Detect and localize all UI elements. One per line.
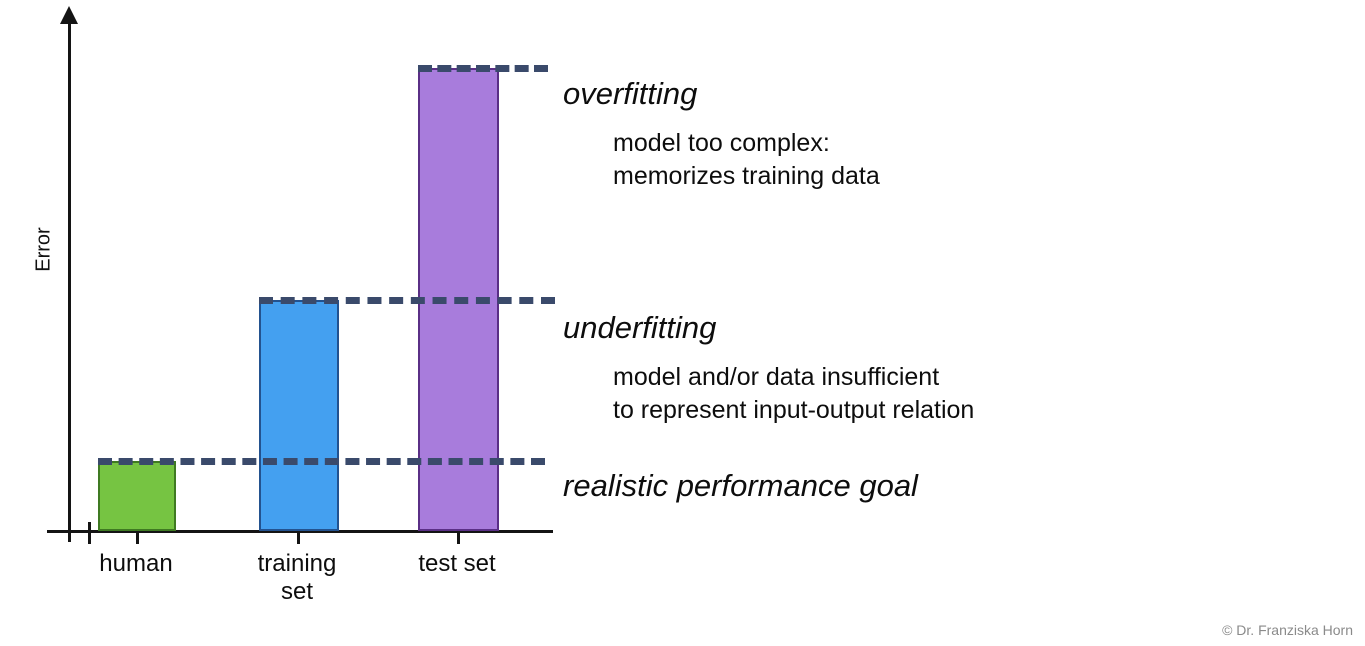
x-tick-label-human: human [62,550,210,578]
annotation-underfitting-line2: to represent input-output relation [613,395,975,424]
annotation-overfitting-line2: memorizes training data [613,161,880,190]
y-axis-arrowhead [60,6,78,24]
x-axis-tick-test-set [457,522,460,544]
annotation-realistic-goal-heading: realistic performance goal [563,468,918,503]
x-tick-label-training-set-line2: set [280,578,313,606]
reference-line-realistic-goal [98,458,545,465]
bar-training-set[interactable] [259,300,339,531]
x-tick-label-human-line1: human [99,550,173,577]
annotation-overfitting: overfitting model too complex: memorizes… [563,76,880,193]
annotation-underfitting-line1: model and/or data insufficient [613,362,940,391]
reference-line-overfitting [418,65,548,72]
annotation-overfitting-heading: overfitting [563,76,698,111]
y-axis-line [68,18,71,542]
annotation-underfitting-heading: underfitting [563,310,717,345]
y-axis-title: Error [32,227,55,272]
copyright-credit: © Dr. Franziska Horn [1222,622,1353,638]
x-axis-line [47,530,553,533]
x-axis-tick-origin [88,522,91,544]
annotation-underfitting: underfitting model and/or data insuffici… [563,310,975,427]
x-tick-label-test-set-line1: test set [418,550,496,577]
x-axis-tick-training-set [297,522,300,544]
annotation-realistic-goal: realistic performance goal [563,468,918,503]
x-tick-label-training-set: training set [223,550,371,607]
annotation-overfitting-line1: model too complex: [613,128,830,157]
x-tick-label-test-set: test set [383,550,531,578]
reference-line-underfitting [259,297,555,304]
bar-human[interactable] [98,461,176,531]
x-axis-tick-human [136,522,139,544]
x-tick-label-training-set-line1: training [257,550,337,577]
